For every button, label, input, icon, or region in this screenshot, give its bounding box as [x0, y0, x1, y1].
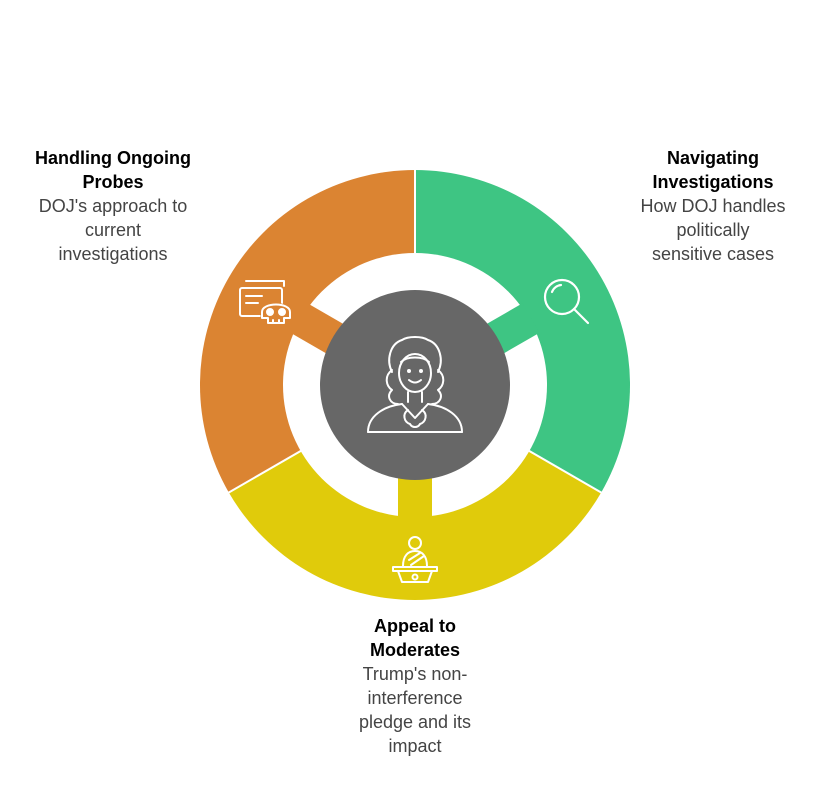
handling-ongoing-probes-text: Handling Ongoing Probes DOJ's approach t… [13, 146, 213, 266]
description-line: pledge and its [358, 712, 472, 732]
navigating-investigations-text: Navigating Investigations How DOJ handle… [613, 146, 813, 266]
title-line: Probes [82, 172, 144, 192]
title-line: Appeal to [373, 616, 456, 636]
segment-tab [290, 303, 344, 354]
description-line: current [84, 220, 142, 240]
title-line: Navigating [666, 148, 759, 168]
appeal-to-moderates-title: Appeal to Moderates [335, 614, 495, 662]
navigating-investigations-description: How DOJ handles politically sensitive ca… [613, 194, 813, 266]
description-line: interference [367, 688, 463, 708]
title-line: Handling Ongoing [35, 148, 191, 168]
description-line: sensitive cases [651, 244, 775, 264]
description-line: How DOJ handles [640, 196, 786, 216]
title-line: Investigations [652, 172, 774, 192]
description-line: politically [676, 220, 750, 240]
description-line: investigations [58, 244, 168, 264]
magnifying-glass-icon [543, 278, 590, 325]
description-line: DOJ's approach to [38, 196, 188, 216]
handling-ongoing-probes-description: DOJ's approach to current investigations [13, 194, 213, 266]
confidential-documents-skull-icon [239, 280, 292, 325]
navigating-investigations-title: Navigating Investigations [613, 146, 813, 194]
handling-ongoing-probes-title: Handling Ongoing Probes [13, 146, 213, 194]
appeal-to-moderates-text: Appeal to Moderates Trump's non- interfe… [335, 614, 495, 758]
speaker-podium-icon [392, 536, 438, 583]
description-line: Trump's non- [362, 664, 468, 684]
title-line: Moderates [369, 640, 461, 660]
center-circle [320, 290, 510, 480]
segment-tab [486, 303, 540, 354]
appeal-to-moderates-description: Trump's non- interference pledge and its… [335, 662, 495, 758]
segment-tab [398, 477, 432, 519]
description-line: impact [388, 736, 442, 756]
judge-icon [367, 336, 463, 433]
